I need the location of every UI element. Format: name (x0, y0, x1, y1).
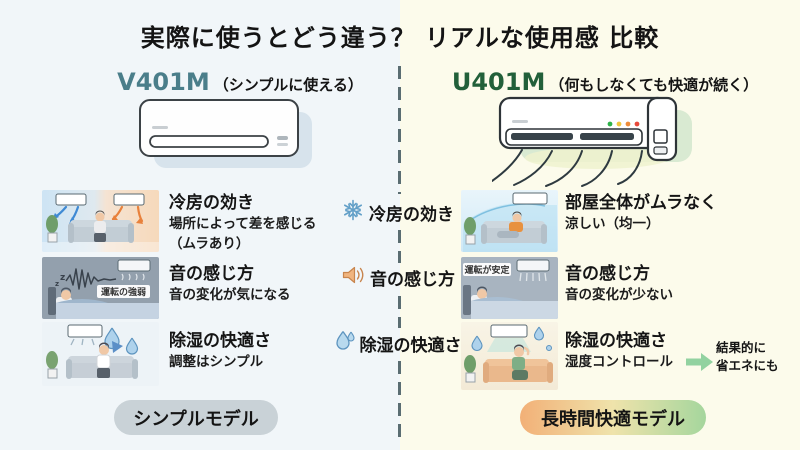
page-title: 実際に使うとどう違う？ リアルな使用感 比較 (140, 24, 660, 52)
category-cooling-label: 冷房の効き (369, 204, 454, 225)
center-divider (398, 230, 401, 263)
category-sound: 音の感じ方 (318, 263, 478, 291)
right-row3-text: 除湿の快適さ 湿度コントロール (565, 330, 673, 372)
waterdrop-icon (335, 329, 355, 357)
simple-model-badge-label: シンプルモデル (133, 408, 259, 430)
left-row1-sub1: 場所によって差を感じる (169, 216, 317, 232)
image-label-right: 運転が安定 (464, 264, 510, 276)
left-row1-sub2: （ムラあり） (169, 236, 250, 252)
right-model-note: （何もしなくても快適が続く） (549, 76, 759, 94)
left-column-header: V401M （シンプルに使える） (60, 68, 420, 96)
right-row2-sub1: 音の変化が少ない (565, 287, 673, 303)
left-row2-sub1: 音の変化が気になる (169, 287, 291, 303)
image-label-left: 運転の強弱 (101, 286, 146, 298)
right-row3-sub1: 湿度コントロール (565, 354, 673, 370)
illustration-dehumidify-simple (42, 322, 159, 386)
right-model-name: U401M (451, 68, 546, 96)
left-row2-heading: 音の感じ方 (169, 264, 254, 284)
illustration-cooling-even (461, 190, 558, 252)
eco-note-line2: 省エネにも (716, 358, 779, 373)
eco-note-line1: 結果的に (716, 340, 767, 355)
illustration-dehumidify-control (461, 322, 558, 390)
illustration-cooling-uneven (42, 190, 159, 252)
left-model-name: V401M (117, 68, 210, 96)
category-dehumidify-label: 除湿の快適さ (359, 335, 462, 356)
comfort-model-badge-label: 長時間快適モデル (541, 408, 685, 430)
left-row3-sub1: 調整はシンプル (169, 354, 264, 370)
right-row1-heading: 部屋全体がムラなく (565, 193, 718, 213)
eco-result-note: 結果的に 省エネにも (716, 339, 779, 375)
illustration-sound-fluctuating: z z 運転の強弱 (42, 257, 159, 319)
category-cooling: 冷房の効き (318, 198, 478, 226)
svg-text:z: z (55, 280, 59, 288)
category-dehumidify: 除湿の快適さ (318, 329, 478, 357)
left-model-note: （シンプルに使える） (213, 76, 363, 94)
right-row1-text: 部屋全体がムラなく 涼しい（均一） (565, 192, 717, 234)
left-row1-heading: 冷房の効き (169, 193, 254, 213)
advanced-ac-unit-illustration (491, 94, 702, 193)
green-arrow-icon (686, 352, 714, 376)
speaker-icon (341, 265, 365, 289)
left-row3-text: 除湿の快適さ 調整はシンプル (169, 330, 271, 372)
simple-model-badge: シンプルモデル (114, 400, 278, 435)
right-row2-text: 音の感じ方 音の変化が少ない (565, 263, 673, 305)
right-row3-heading: 除湿の快適さ (565, 331, 667, 351)
right-row2-heading: 音の感じ方 (565, 264, 650, 284)
left-row1-text: 冷房の効き 場所によって差を感じる （ムラあり） (169, 192, 316, 254)
category-sound-label: 音の感じ方 (370, 269, 455, 290)
right-column-header: U401M （何もしなくても快適が続く） (420, 68, 790, 96)
center-divider (398, 66, 401, 194)
svg-text:z: z (60, 273, 65, 283)
left-row2-text: 音の感じ方 音の変化が気になる (169, 263, 291, 305)
left-row3-heading: 除湿の快適さ (169, 331, 271, 351)
comfort-model-badge: 長時間快適モデル (520, 400, 706, 435)
simple-ac-unit-illustration (136, 96, 321, 180)
center-divider (398, 296, 401, 328)
illustration-sound-stable: 運転が安定 (461, 257, 558, 319)
right-row1-sub1: 涼しい（均一） (565, 216, 660, 232)
snowflake-icon (342, 199, 364, 225)
center-divider (398, 361, 401, 443)
